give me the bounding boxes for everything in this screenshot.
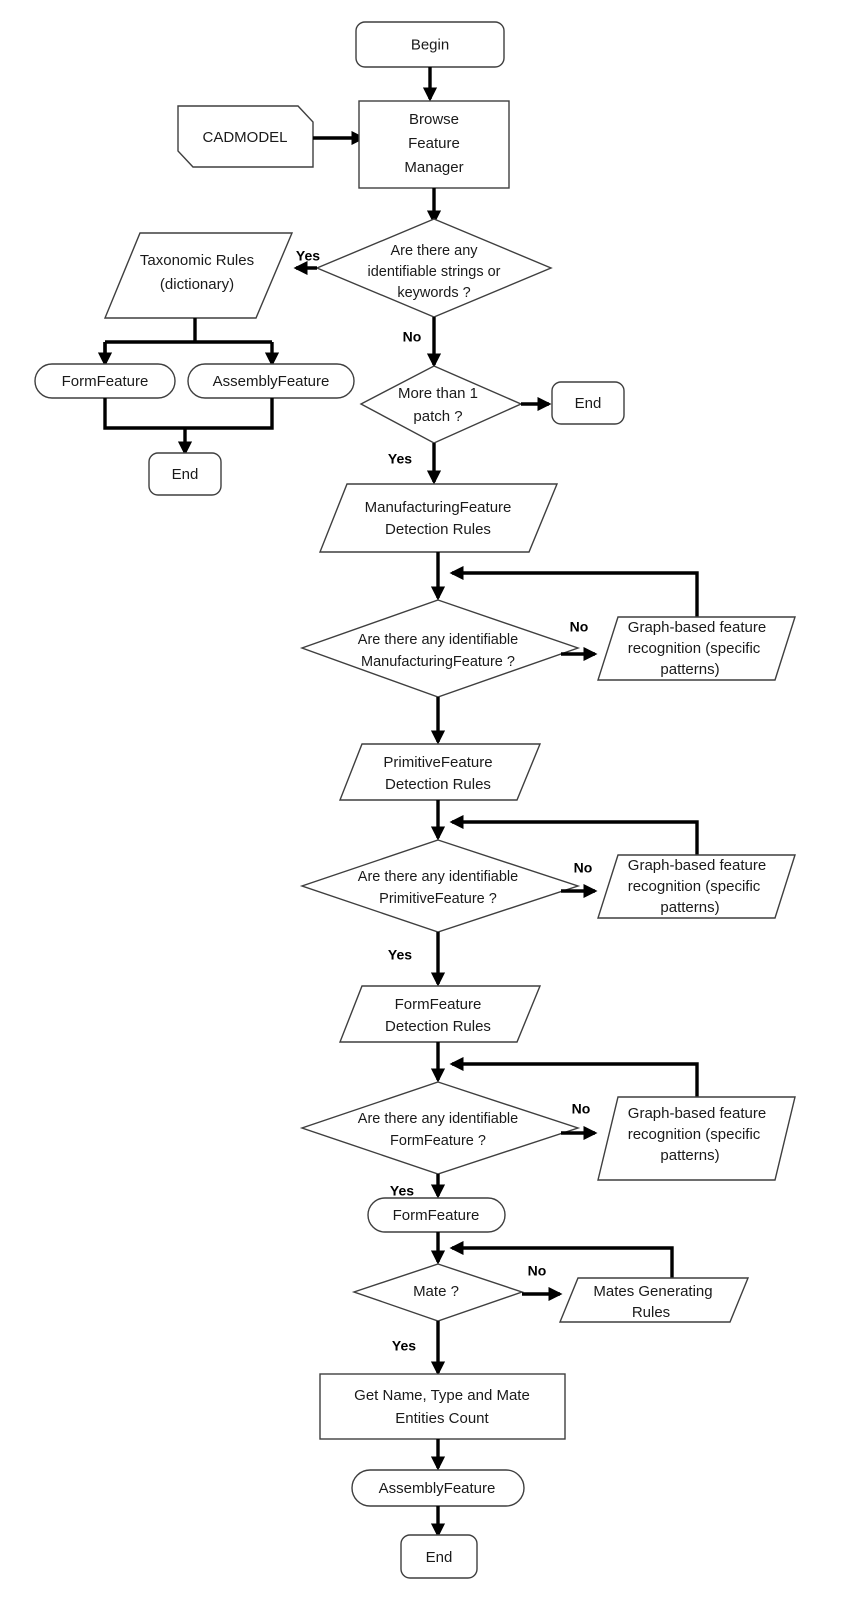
node-decision-mate[interactable]: Mate ?	[351, 1263, 525, 1322]
node-decision-manufacturing-line1: Are there any identifiable	[358, 632, 518, 648]
node-graph-primitive-line1: Graph-based feature	[628, 857, 766, 874]
node-primitive-rules-line1: PrimitiveFeature	[383, 754, 492, 771]
node-decision-strings-line1: Are there any	[390, 243, 478, 259]
node-decision-patch-line2: patch ?	[413, 408, 462, 425]
node-begin[interactable]: Begin	[355, 21, 505, 68]
node-formfeature-left-label: FormFeature	[62, 373, 149, 390]
node-graph-primitive-line3: patterns)	[660, 899, 719, 916]
node-end-patch[interactable]: End	[551, 381, 625, 425]
edge-graph-manufacturing-return	[449, 565, 699, 617]
node-manufacturing-rules-line1: ManufacturingFeature	[365, 499, 512, 516]
node-formfeature-result[interactable]: FormFeature	[367, 1197, 506, 1233]
edge-label-primitive-no: No	[574, 860, 593, 876]
edge-label-manufacturing-no: No	[570, 619, 589, 635]
node-decision-formfeature-line1: Are there any identifiable	[358, 1111, 518, 1127]
edge-label-mate-yes: Yes	[392, 1338, 416, 1354]
node-decision-manufacturing-line2: ManufacturingFeature ?	[361, 654, 515, 670]
node-end-patch-label: End	[575, 395, 602, 412]
edge-label-primitive-yes: Yes	[388, 947, 412, 963]
node-decision-patch[interactable]: More than 1 patch ?	[359, 365, 523, 444]
node-decision-formfeature[interactable]: Are there any identifiable FormFeature ?	[299, 1081, 581, 1175]
node-manufacturing-rules[interactable]: ManufacturingFeature Detection Rules	[318, 483, 559, 553]
node-taxonomic-rules[interactable]: Taxonomic Rules (dictionary)	[103, 232, 294, 319]
node-decision-primitive-line2: PrimitiveFeature ?	[379, 891, 497, 907]
edge-label-strings-no: No	[403, 329, 422, 345]
node-decision-mate-label: Mate ?	[413, 1283, 459, 1300]
node-end-final-label: End	[426, 1549, 453, 1566]
node-decision-strings-line2: identifiable strings or	[368, 264, 501, 280]
node-cadmodel-label: CADMODEL	[202, 129, 287, 146]
edge-label-formfeature-no: No	[572, 1101, 591, 1117]
edge-label-formfeature-yes: Yes	[390, 1183, 414, 1199]
node-primitive-rules-line2: Detection Rules	[385, 776, 491, 793]
node-browse-line2: Feature	[408, 135, 460, 152]
node-decision-primitive-line1: Are there any identifiable	[358, 869, 518, 885]
edge-label-patch-yes: Yes	[388, 451, 412, 467]
node-decision-formfeature-line2: FormFeature ?	[390, 1133, 486, 1149]
node-decision-patch-line1: More than 1	[398, 385, 478, 402]
node-cadmodel[interactable]: CADMODEL	[177, 105, 314, 168]
node-end-left[interactable]: End	[148, 452, 222, 496]
node-browse-line1: Browse	[409, 111, 459, 128]
node-assemblyfeature-left[interactable]: AssemblyFeature	[187, 363, 355, 399]
node-formfeature-rules-line2: Detection Rules	[385, 1018, 491, 1035]
node-get-name-line1: Get Name, Type and Mate	[354, 1387, 530, 1404]
node-graph-manufacturing[interactable]: Graph-based feature recognition (specifi…	[597, 616, 796, 681]
node-end-left-label: End	[172, 466, 199, 483]
edge-left-merge	[103, 398, 274, 430]
node-browse-line3: Manager	[404, 159, 463, 176]
node-get-name[interactable]: Get Name, Type and Mate Entities Count	[319, 1373, 566, 1440]
node-assemblyfeature-left-label: AssemblyFeature	[213, 373, 330, 390]
node-begin-label: Begin	[411, 36, 449, 53]
node-formfeature-rules[interactable]: FormFeature Detection Rules	[338, 985, 542, 1043]
node-manufacturing-rules-line2: Detection Rules	[385, 521, 491, 538]
node-taxonomic-line1: Taxonomic Rules	[140, 252, 254, 269]
node-graph-manufacturing-line3: patterns)	[660, 661, 719, 678]
node-get-name-line2: Entities Count	[395, 1410, 489, 1427]
node-graph-manufacturing-line1: Graph-based feature	[628, 619, 766, 636]
node-graph-primitive-line2: recognition (specific	[628, 878, 761, 895]
edge-mates-return	[449, 1240, 674, 1278]
node-mates-rules-line1: Mates Generating	[593, 1283, 712, 1300]
node-decision-strings-line3: keywords ?	[397, 285, 470, 301]
node-graph-formfeature-line1: Graph-based feature	[628, 1105, 766, 1122]
node-assemblyfeature-result[interactable]: AssemblyFeature	[351, 1469, 525, 1507]
edge-graph-formfeature-return	[449, 1056, 699, 1097]
node-decision-strings[interactable]: Are there any identifiable strings or ke…	[315, 218, 553, 318]
node-primitive-rules[interactable]: PrimitiveFeature Detection Rules	[338, 743, 542, 801]
node-formfeature-result-label: FormFeature	[393, 1207, 480, 1224]
edge-label-mate-no: No	[528, 1263, 547, 1279]
node-graph-formfeature[interactable]: Graph-based feature recognition (specifi…	[597, 1096, 796, 1181]
node-decision-manufacturing[interactable]: Are there any identifiable Manufacturing…	[299, 599, 581, 698]
node-assemblyfeature-result-label: AssemblyFeature	[379, 1480, 496, 1497]
node-mates-rules-line2: Rules	[632, 1304, 670, 1321]
edge-graph-primitive-return	[449, 814, 699, 855]
node-end-final[interactable]: End	[400, 1534, 478, 1579]
node-graph-primitive[interactable]: Graph-based feature recognition (specifi…	[597, 854, 796, 919]
edge-label-strings-yes: Yes	[296, 248, 320, 264]
node-graph-manufacturing-line2: recognition (specific	[628, 640, 761, 657]
node-graph-formfeature-line2: recognition (specific	[628, 1126, 761, 1143]
edge-taxonomic-split	[103, 318, 272, 361]
node-formfeature-left[interactable]: FormFeature	[34, 363, 176, 399]
node-formfeature-rules-line1: FormFeature	[395, 996, 482, 1013]
node-decision-primitive[interactable]: Are there any identifiable PrimitiveFeat…	[299, 839, 581, 933]
node-graph-formfeature-line3: patterns)	[660, 1147, 719, 1164]
node-mates-rules[interactable]: Mates Generating Rules	[558, 1277, 750, 1323]
node-taxonomic-line2: (dictionary)	[160, 276, 234, 293]
node-browse-feature-manager[interactable]: Browse Feature Manager	[358, 100, 510, 189]
